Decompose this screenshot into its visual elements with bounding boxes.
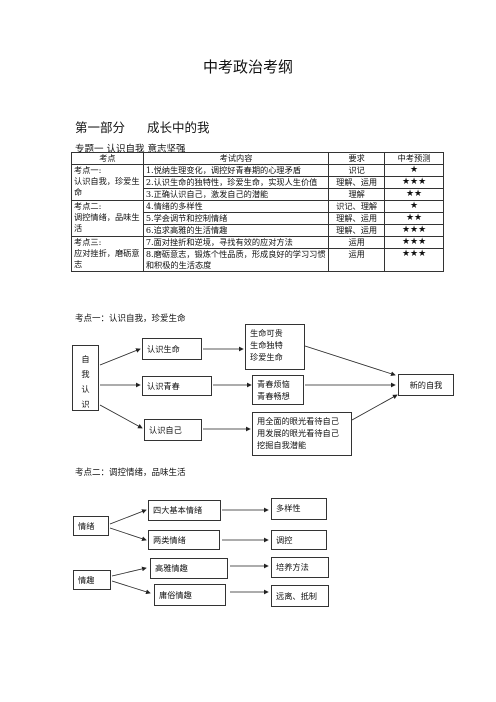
page-title: 中考政治考纲 bbox=[202, 58, 293, 76]
root-box-self-awareness: 自我认识 bbox=[72, 345, 99, 411]
point-label: 考点一: bbox=[74, 165, 102, 175]
star-rating: ★★★ bbox=[384, 248, 444, 272]
emotion-result-box: 调控 bbox=[271, 530, 327, 550]
requirement-cell: 运用 bbox=[328, 248, 386, 272]
interest-type-box: 庸俗情趣 bbox=[154, 584, 226, 606]
point-cell: 考点三: 应对挫折，磨砺意志 bbox=[71, 236, 144, 272]
detail-item: 挖掘自我潜能 bbox=[257, 440, 307, 450]
point-cell: 考点二: 调控情绪，品味生活 bbox=[71, 200, 144, 237]
branch-box: 认识生命 bbox=[142, 338, 202, 360]
result-box-new-self: 新的自我 bbox=[398, 374, 454, 396]
detail-item: 青春畅想 bbox=[257, 391, 290, 401]
arrow bbox=[351, 394, 398, 421]
interest-type-box: 高雅情趣 bbox=[150, 558, 228, 579]
interest-result-box: 远离、抵制 bbox=[271, 585, 329, 607]
emotion-type-box: 四大基本情绪 bbox=[148, 500, 221, 521]
detail-item: 生命独特 bbox=[250, 340, 283, 350]
arrow bbox=[109, 527, 147, 542]
part-number: 第一部分 bbox=[75, 120, 126, 135]
content-cell: 8.磨砺意志，锻炼个性品质，形成良好的学习习惯和积极的生活态度 bbox=[142, 248, 330, 272]
emotion-result-box: 多样性 bbox=[271, 498, 327, 520]
detail-box-self: 用全面的眼光看待自己 用发展的眼光看待自己 挖掘自我潜能 bbox=[252, 412, 352, 456]
detail-item: 生命可贵 bbox=[250, 328, 283, 338]
point-title: 认识自我，珍爱生命 bbox=[74, 176, 140, 197]
detail-item: 用发展的眼光看待自己 bbox=[257, 428, 339, 438]
detail-item: 青春烦恼 bbox=[257, 379, 290, 389]
emotion-type-box: 两类情绪 bbox=[148, 530, 220, 550]
outline-table: 考点 考试内容 要求 中考预测 考点一: 认识自我，珍爱生命 1.悦纳生理变化，… bbox=[71, 152, 444, 272]
root-label: 自我认识 bbox=[81, 354, 90, 409]
table-row: 考点三: 应对挫折，磨砺意志 7.面对挫折和逆境，寻找有效的应对方法 运用 ★★… bbox=[71, 236, 444, 272]
detail-item: 用全面的眼光看待自己 bbox=[257, 416, 339, 426]
point-label: 考点二: bbox=[74, 201, 102, 211]
detail-box-youth: 青春烦恼 青春畅想 bbox=[252, 375, 304, 405]
branch-box: 认识青春 bbox=[142, 376, 212, 396]
root-box-emotion: 情绪 bbox=[73, 516, 109, 536]
interest-result-box: 培养方法 bbox=[271, 557, 329, 578]
part-heading: 第一部分 成长中的我 bbox=[75, 117, 232, 136]
detail-box-life: 生命可贵 生命独特 珍爱生命 bbox=[245, 324, 305, 370]
arrow bbox=[99, 404, 143, 429]
topic-heading: 专题一 认识自我 意志坚强 bbox=[75, 144, 186, 155]
arrow bbox=[109, 509, 147, 525]
table-header-row: 考点 考试内容 要求 中考预测 bbox=[71, 152, 444, 165]
arrow bbox=[304, 345, 396, 377]
section1-heading: 考点一：认识自我，珍爱生命 bbox=[75, 314, 186, 324]
root-box-interest: 情趣 bbox=[73, 570, 111, 590]
arrow bbox=[111, 580, 151, 595]
detail-item: 珍爱生命 bbox=[250, 352, 283, 362]
arrow bbox=[99, 348, 141, 366]
point-label: 考点三: bbox=[74, 237, 102, 247]
point-title: 应对挫折，磨砺意志 bbox=[74, 248, 140, 269]
section2-heading: 考点二：调控情绪，品味生活 bbox=[75, 468, 186, 478]
part-name: 成长中的我 bbox=[147, 120, 210, 135]
arrow bbox=[111, 566, 147, 577]
table-row: 考点一: 认识自我，珍爱生命 1.悦纳生理变化，调控好青春期的心理矛盾 识记 ★ bbox=[71, 164, 444, 201]
point-title: 调控情绪，品味生活 bbox=[74, 212, 140, 233]
table-row: 8.磨砺意志，锻炼个性品质，形成良好的学习习惯和积极的生活态度 运用 ★★★ bbox=[72, 248, 444, 272]
point-cell: 考点一: 认识自我，珍爱生命 bbox=[71, 164, 144, 201]
branch-box: 认识自己 bbox=[144, 419, 202, 441]
